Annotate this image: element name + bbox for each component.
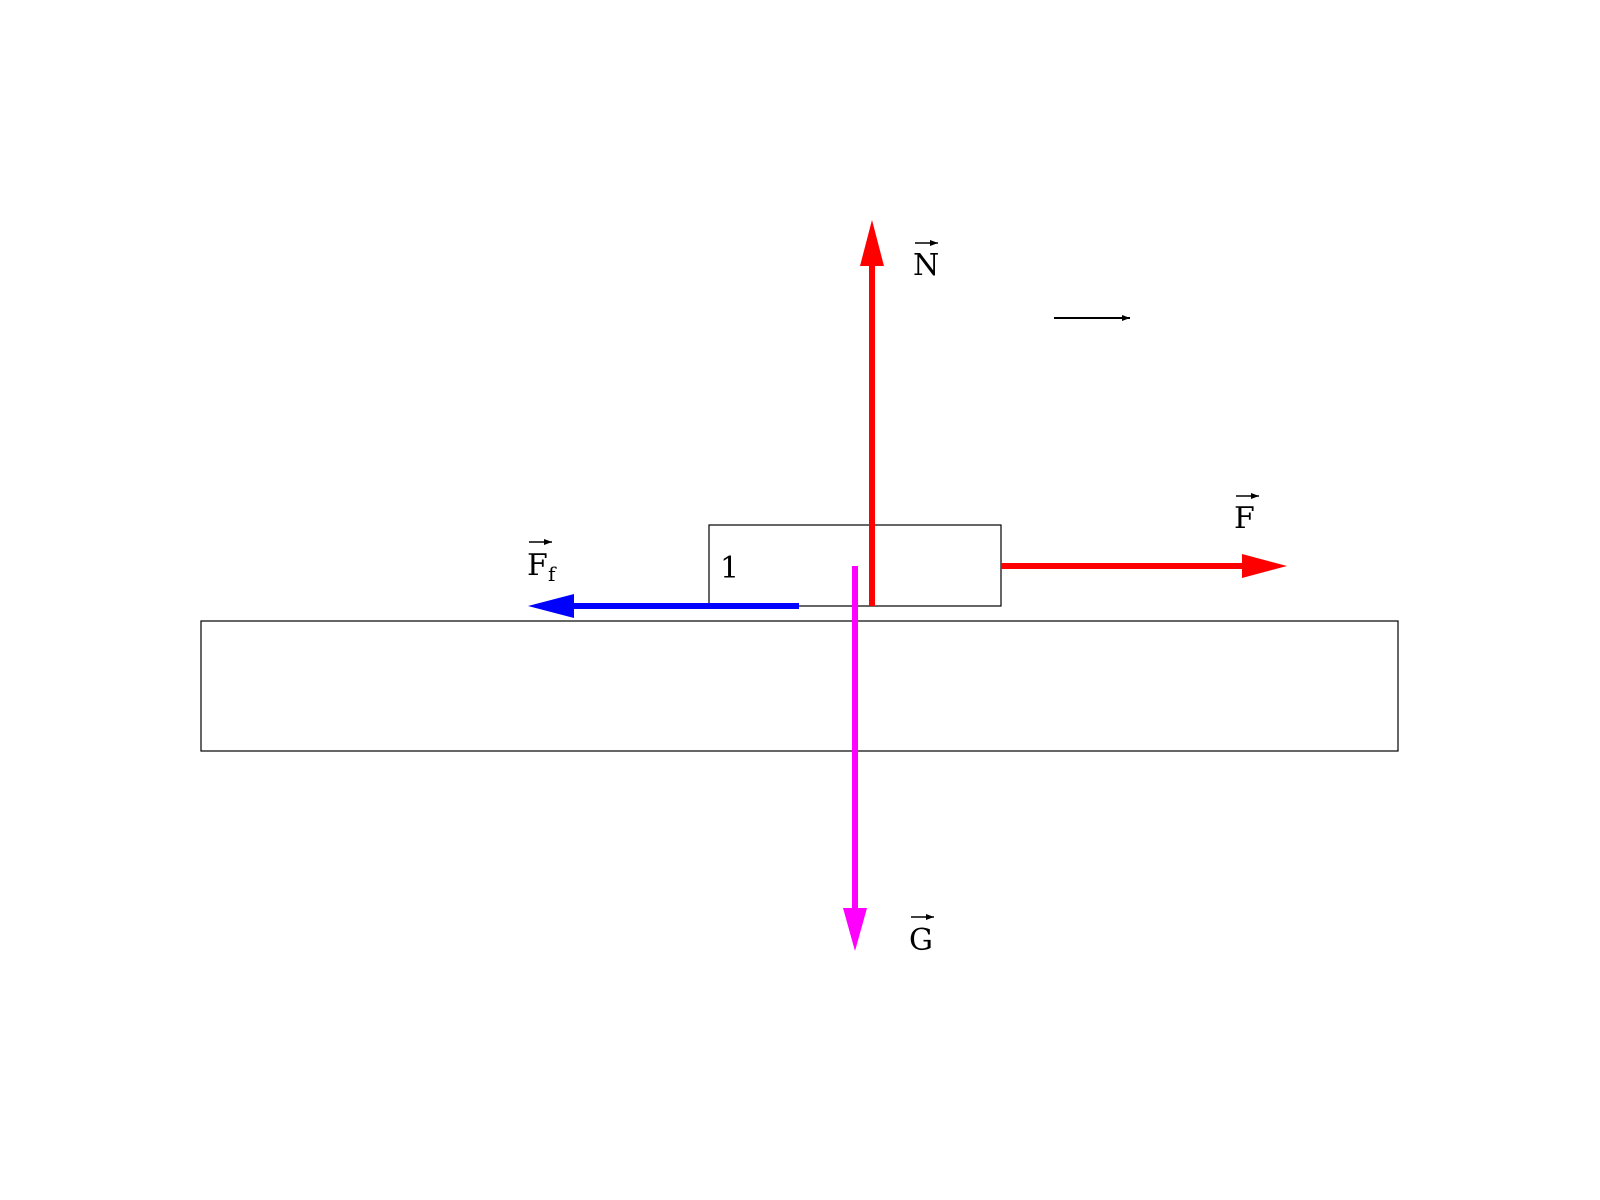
applied-force-arrow (1001, 554, 1287, 578)
svg-text:F: F (1234, 501, 1255, 536)
normal-force-label: N (913, 240, 939, 283)
applied-force-label: F (1234, 493, 1259, 536)
friction-force-label: F f (527, 539, 557, 586)
svg-text:G: G (909, 923, 933, 958)
normal-force-arrow (860, 220, 884, 606)
svg-text:F: F (527, 548, 548, 583)
gravity-force-label: G (909, 914, 934, 958)
friction-force-arrow (528, 594, 799, 618)
svg-text:f: f (548, 562, 557, 586)
block-label: 1 (720, 551, 739, 586)
ground-surface (200, 620, 1399, 752)
gravity-force-arrow (843, 566, 867, 951)
svg-text:N: N (913, 248, 939, 283)
